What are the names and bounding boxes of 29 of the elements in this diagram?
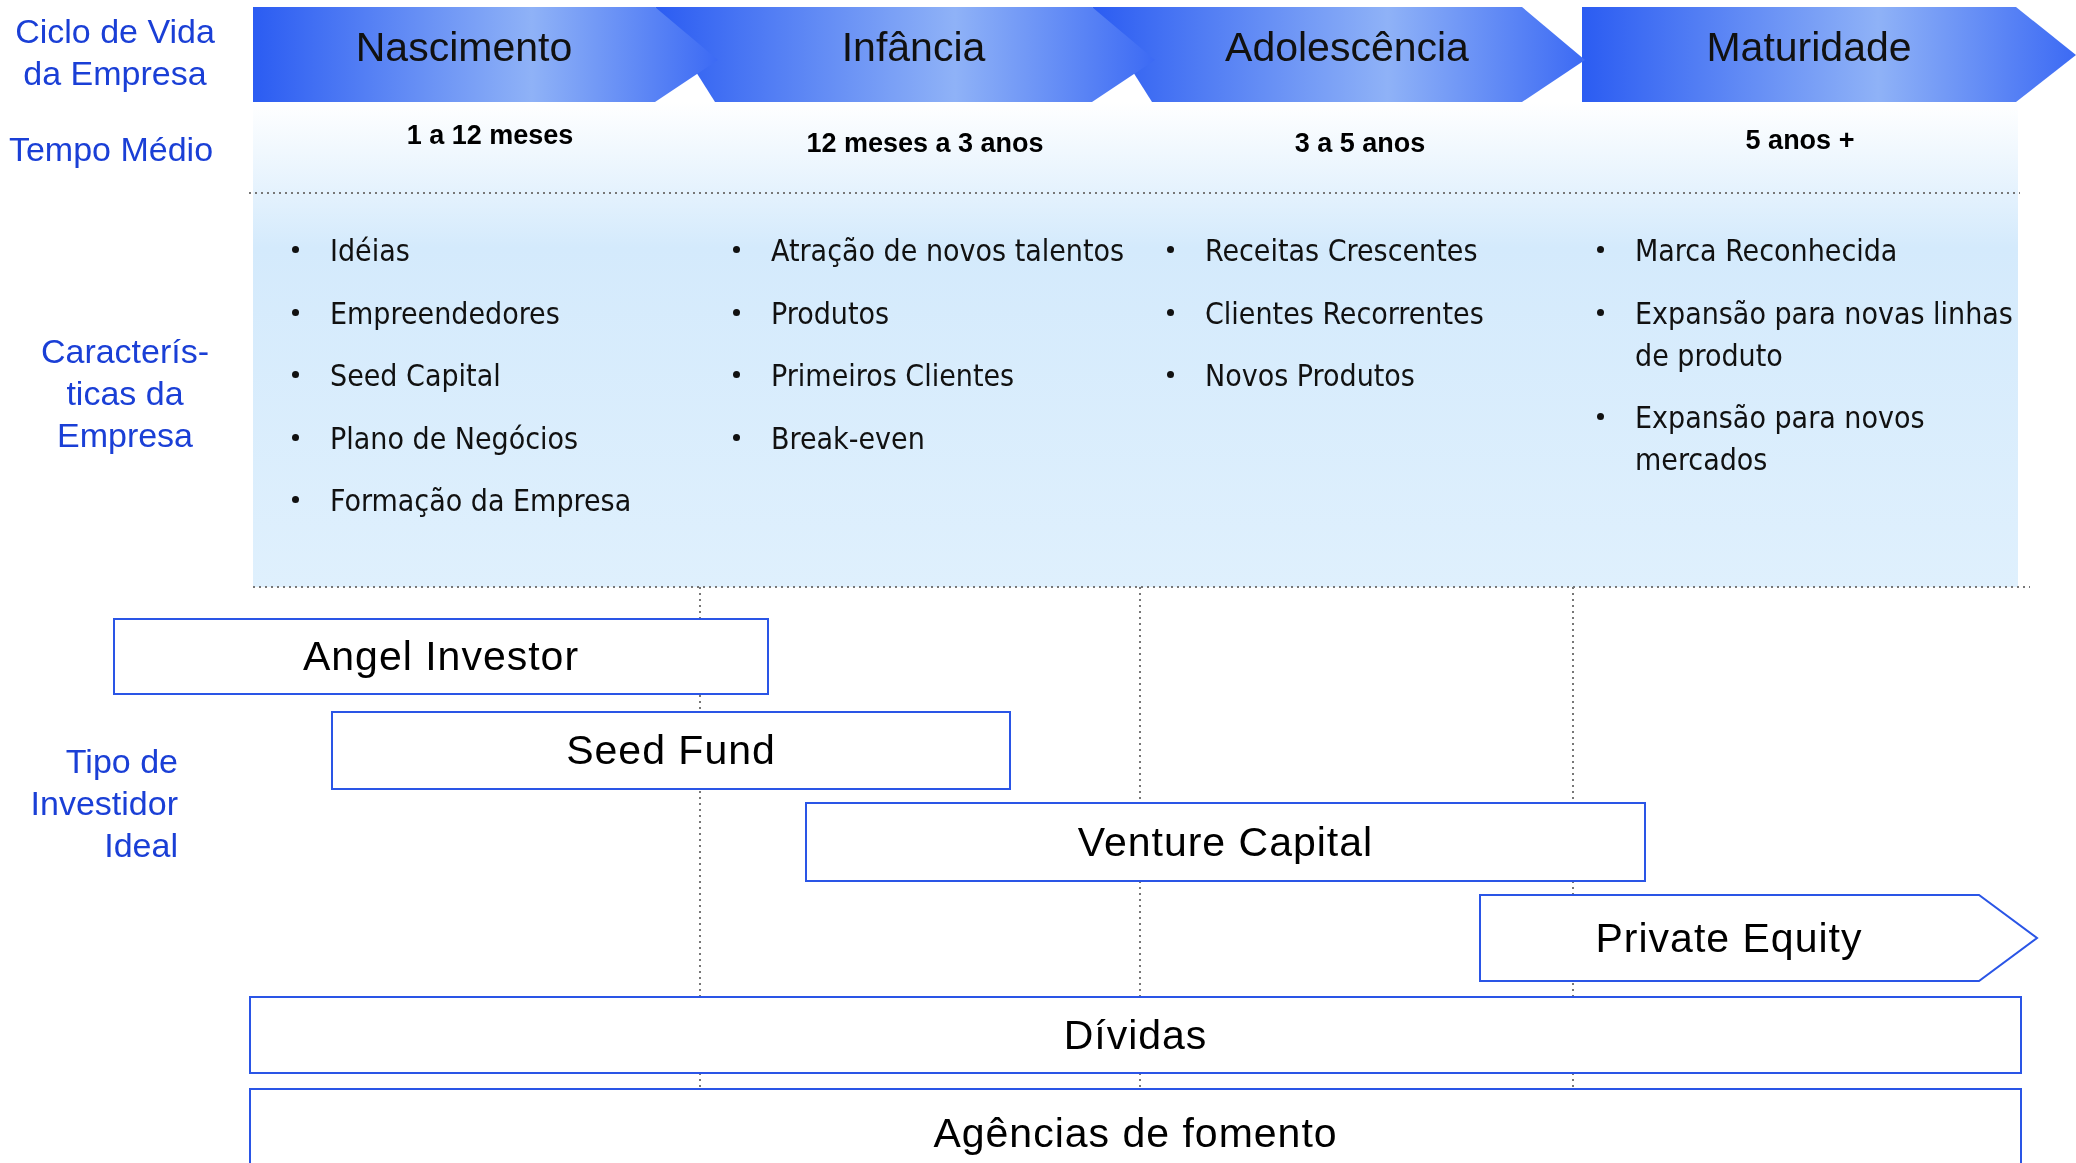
bullet-item: Break-even [771,421,925,456]
duration-text: 3 a 5 anos [1293,128,1427,159]
bullet-item: Expansão para novas linhas de produto [1635,296,2013,373]
investor-bar: Dívidas [249,996,2022,1074]
investor-bar: Angel Investor [113,618,769,695]
investor-bar: Agências de fomento [249,1088,2022,1163]
row-heading: Ciclo de Vida da Empresa [14,11,216,94]
bullet-item: Clientes Recorrentes [1205,296,1484,331]
bullet-item: Marca Reconhecida [1635,233,1898,268]
investor-bar: Venture Capital [805,802,1646,882]
bullet-item: Atração de novos talentos [771,233,1125,268]
row-heading: Tipo de Investidor Ideal [29,741,178,866]
bullet-item: Plano de Negócios [330,421,579,456]
duration-text: 5 anos + [1744,125,1856,156]
row-heading: Caracterís- ticas da Empresa [39,331,211,456]
bullet-item: Idéias [330,233,410,268]
row-heading: Tempo Médio [7,129,215,170]
bullet-item: Novos Produtos [1205,358,1415,393]
duration-text: 12 meses a 3 anos [805,128,1045,159]
bullet-item: Produtos [771,296,890,331]
duration-text: 1 a 12 meses [405,120,575,151]
bullet-item: Empreendedores [330,296,560,331]
arrow-bar: Private Equity [1479,894,2039,982]
bullet-item: Seed Capital [330,358,501,393]
investor-bar: Seed Fund [331,711,1011,790]
bullet-item: Expansão para novos mercados [1635,400,1925,477]
bullet-item: Primeiros Clientes [771,358,1015,393]
bullet-item: Receitas Crescentes [1205,233,1478,268]
bullet-item: Formação da Empresa [330,483,632,518]
